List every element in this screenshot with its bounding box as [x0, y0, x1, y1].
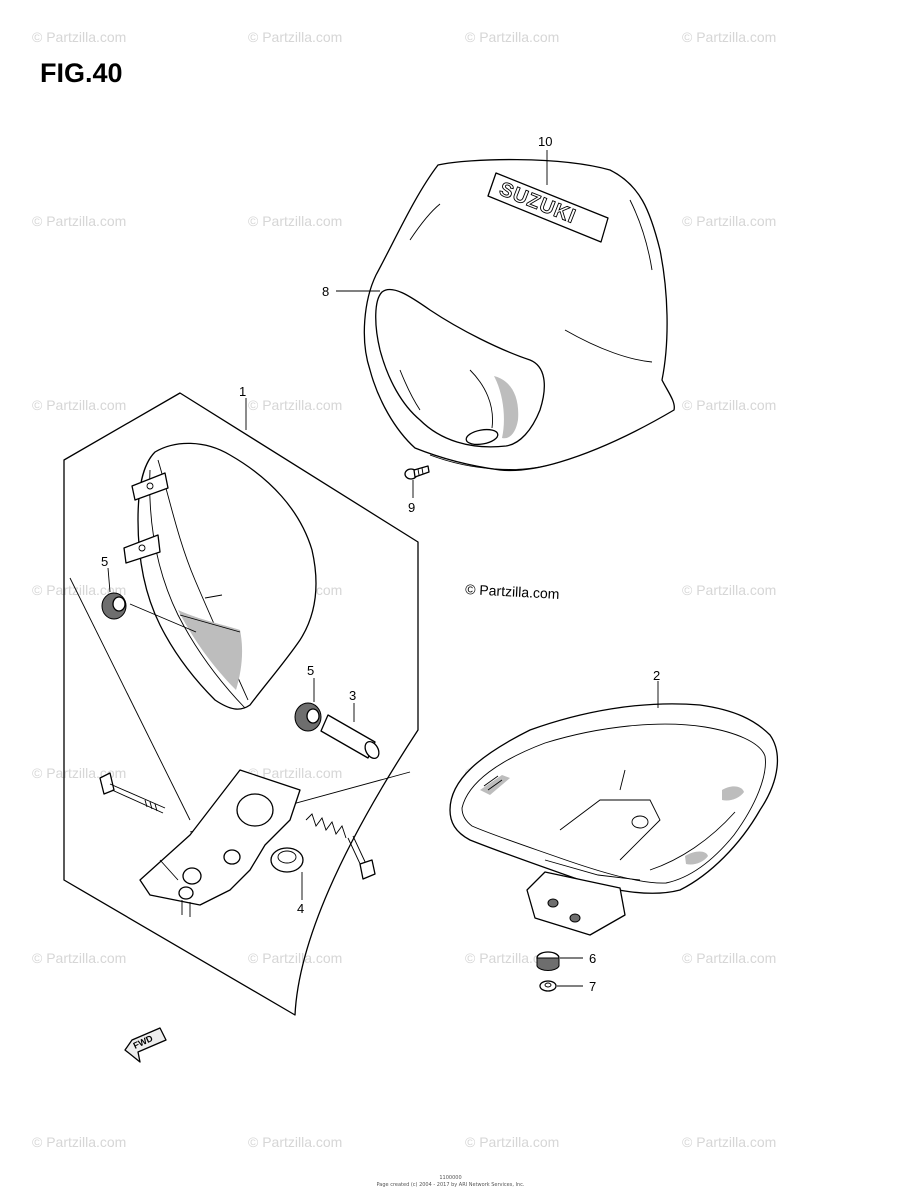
nut-part-7	[539, 980, 583, 992]
watermark: © Partzilla.com	[32, 29, 126, 45]
callout-9: 9	[408, 500, 415, 515]
callout-6: 6	[589, 951, 596, 966]
callout-3: 3	[349, 688, 356, 703]
callout-4: 4	[297, 901, 304, 916]
headlight-housing-part	[123, 442, 317, 710]
assembly-frame	[63, 392, 419, 1016]
callout-5a: 5	[101, 554, 108, 569]
guide-line	[129, 603, 197, 633]
watermark: © Partzilla.com	[248, 29, 342, 45]
watermark: © Partzilla.com	[32, 765, 126, 781]
figure-title: FIG.40	[40, 58, 123, 88]
watermark: © Partzilla.com	[682, 950, 776, 966]
headlight-shell-part-2	[449, 681, 779, 936]
callout-1: 1	[239, 384, 246, 399]
watermark: © Partzilla.com	[248, 1134, 342, 1150]
bracket-part	[139, 769, 301, 917]
callout-7: 7	[589, 979, 596, 994]
watermark: © Partzilla.com	[248, 213, 342, 229]
bolt-part	[99, 772, 166, 814]
watermark: © Partzilla.com	[682, 29, 776, 45]
spring-screw-part	[305, 813, 376, 880]
watermark: © Partzilla.com	[248, 397, 342, 413]
guide-line	[69, 577, 191, 821]
rubber-mount-part-4	[270, 847, 304, 900]
screw-part	[404, 465, 430, 498]
watermark: © Partzilla.com	[32, 1134, 126, 1150]
cushion-part-6	[536, 951, 583, 971]
watermark: © Partzilla.com	[248, 765, 342, 781]
callout-2: 2	[653, 668, 660, 683]
center-watermark: © Partzilla.com	[465, 581, 560, 602]
callout-10: 10	[538, 134, 552, 149]
headlight-cover-part: SUZUKI	[363, 158, 675, 472]
footer-copyright: Page created (c) 2004 - 2017 by ARI Netw…	[376, 1182, 525, 1188]
forward-arrow-icon: FWD	[124, 1027, 167, 1063]
watermark: © Partzilla.com	[32, 582, 126, 598]
watermark: © Partzilla.com	[682, 213, 776, 229]
footer-code: 1100000	[439, 1175, 462, 1181]
grommet-part-5a	[101, 567, 127, 620]
watermark: © Partzilla.com	[248, 950, 342, 966]
watermark: © Partzilla.com	[682, 582, 776, 598]
watermark-layer: © Partzilla.com © Partzilla.com © Partzi…	[32, 29, 776, 1150]
watermark: © Partzilla.com	[682, 397, 776, 413]
grommet-part-5b	[294, 678, 322, 732]
watermark: © Partzilla.com	[32, 397, 126, 413]
watermark: © Partzilla.com	[32, 213, 126, 229]
watermark: © Partzilla.com	[682, 1134, 776, 1150]
watermark: © Partzilla.com	[465, 29, 559, 45]
callout-5b: 5	[307, 663, 314, 678]
watermark: © Partzilla.com	[465, 1134, 559, 1150]
callout-8: 8	[322, 284, 329, 299]
collar-part	[320, 703, 380, 760]
watermark: © Partzilla.com	[465, 950, 559, 966]
watermark: © Partzilla.com	[32, 950, 126, 966]
